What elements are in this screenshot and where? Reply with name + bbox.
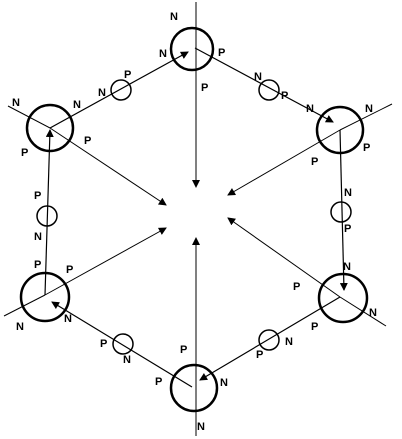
big-magnet-lower-right [317, 272, 369, 324]
pole-labels: N N P P N N P P N N P P P P N N N N P P … [12, 11, 377, 433]
label-lr-p1: P [293, 281, 300, 293]
big-magnet-bottom [169, 363, 219, 413]
label-ur-p1: P [311, 156, 318, 168]
edge-upper-left-to-top [49, 51, 189, 129]
label-ll-n2: N [64, 313, 72, 325]
small-magnet-left-edge [36, 205, 58, 227]
label-lr-p2: P [311, 321, 318, 333]
label-ul-n1: N [12, 97, 20, 109]
label-ul-n2: N [73, 99, 81, 111]
big-magnet-upper-right [315, 105, 365, 155]
label-sl-n: N [34, 231, 42, 243]
label-b-n2: N [197, 421, 205, 433]
label-b-n1: N [220, 377, 228, 389]
label-b-p2: P [155, 376, 162, 388]
big-magnet-lower-left [19, 271, 71, 323]
label-sr-n: N [344, 187, 352, 199]
label-top-p2: P [201, 82, 208, 94]
label-ur-n2: N [365, 103, 373, 115]
label-ur-p2: P [363, 142, 370, 154]
edge-bottom-to-lower-left [51, 301, 193, 388]
big-magnet-top [169, 26, 215, 72]
axis-lower-left [3, 294, 46, 317]
small-magnet-top-right-edge [258, 79, 280, 101]
small-magnet-bottom-right-edge [258, 329, 280, 351]
label-sbr-p: P [256, 349, 263, 361]
label-sbl-n: N [123, 354, 131, 366]
small-magnet-right-edge [330, 201, 352, 223]
label-str-p: P [281, 90, 288, 102]
label-ll-n1: N [16, 321, 24, 333]
label-top-n2: N [159, 48, 167, 60]
small-magnets [36, 79, 352, 355]
label-sbl-p: P [100, 338, 107, 350]
label-ul-p1: P [21, 147, 28, 159]
label-sl-p: P [34, 190, 41, 202]
label-str-n: N [254, 71, 262, 83]
radial-from-lower-right [227, 217, 341, 298]
label-lr-n2: N [369, 307, 377, 319]
small-magnet-bottom-left-edge [112, 333, 134, 355]
label-sbr-n: N [285, 336, 293, 348]
radial-from-upper-right [227, 129, 341, 196]
hexagon-outline [44, 47, 348, 388]
label-top-n1: N [170, 11, 178, 23]
axis-upper-right [339, 103, 393, 131]
label-b-p1: P [180, 344, 187, 356]
edge-lower-left-to-upper-left [44, 129, 54, 296]
label-top-p1: P [218, 47, 225, 59]
label-lr-n1: N [343, 261, 351, 273]
small-magnet-top-left-edge [110, 79, 132, 101]
label-ul-p2: P [84, 135, 91, 147]
label-ll-p2: P [66, 264, 73, 276]
label-ur-n1: N [306, 103, 314, 115]
edge-upper-right-to-lower-right [339, 129, 348, 291]
label-stl-p: P [124, 69, 131, 81]
big-magnets [19, 26, 369, 413]
edge-lower-right-to-bottom [199, 296, 341, 381]
radial-arrows [44, 48, 341, 388]
big-magnet-upper-left [25, 103, 75, 153]
label-ll-p1: P [34, 259, 41, 271]
radial-from-lower-left [44, 227, 167, 296]
edge-top-to-upper-right [194, 47, 334, 123]
radial-from-upper-left [49, 127, 167, 206]
label-sr-p: P [344, 223, 351, 235]
label-stl-n: N [98, 87, 106, 99]
